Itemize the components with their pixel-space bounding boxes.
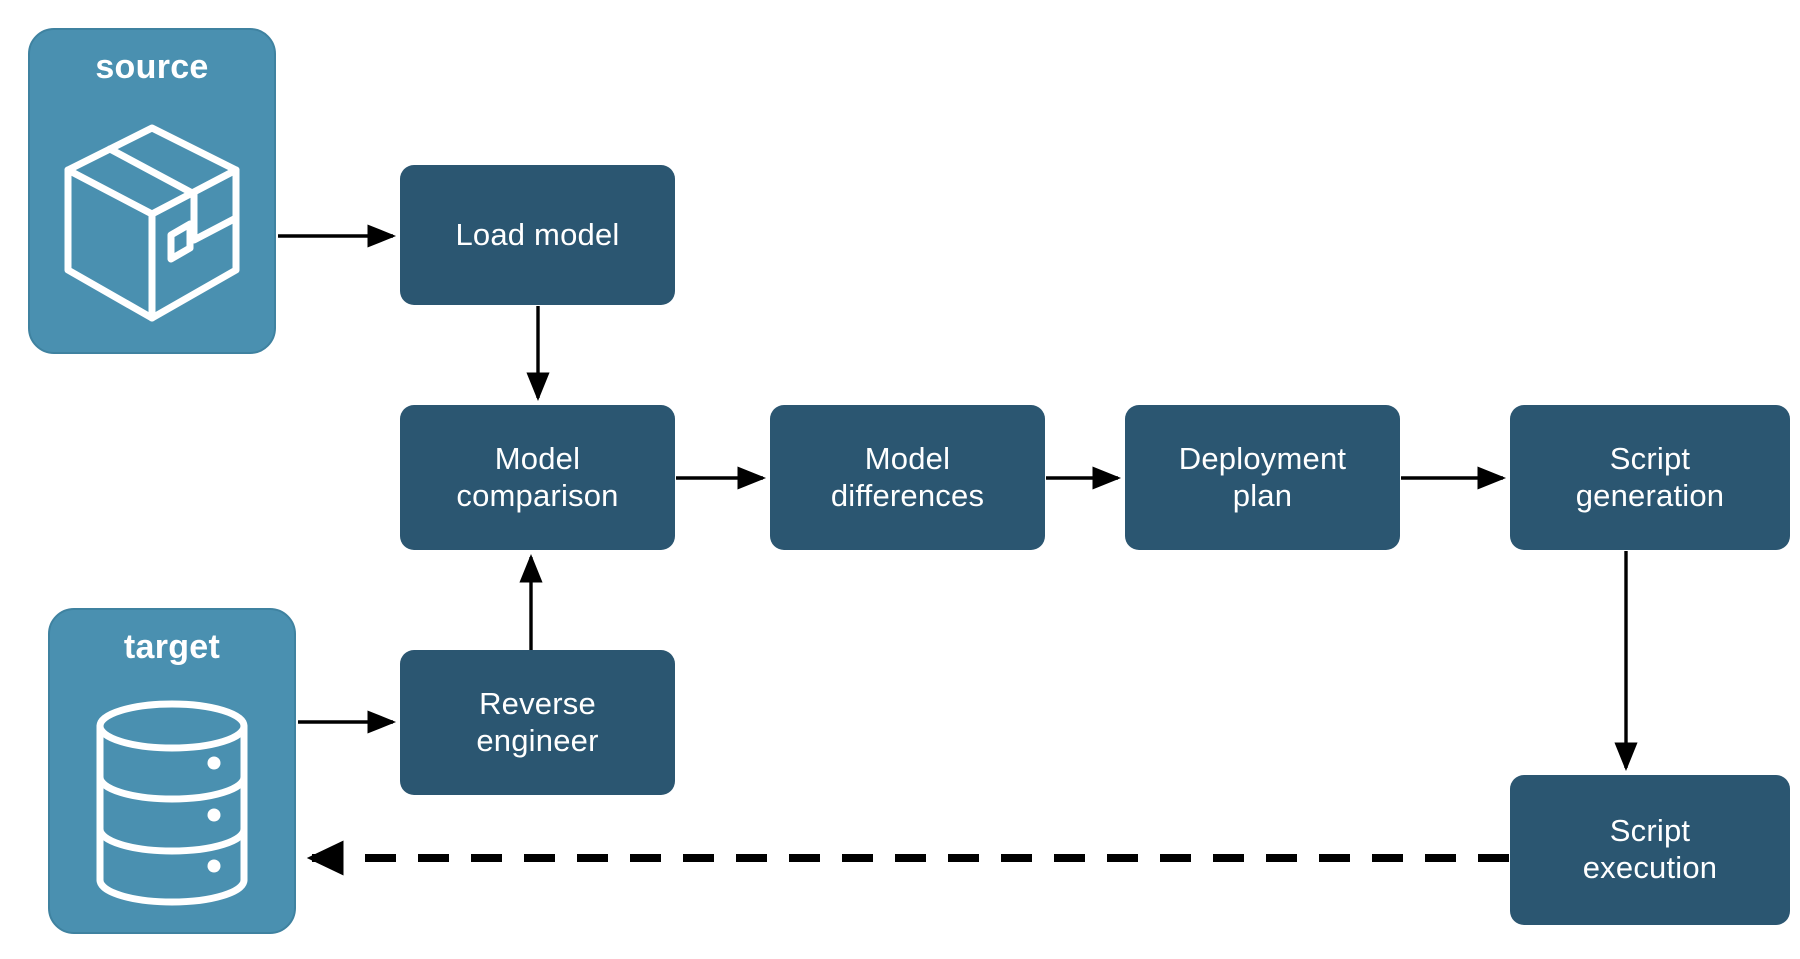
process-node-script-execution[interactable]: Script execution — [1510, 775, 1790, 925]
process-label-deployment-plan: Deployment plan — [1178, 440, 1347, 513]
process-node-script-generation[interactable]: Script generation — [1510, 405, 1790, 550]
process-node-reverse-engineer[interactable]: Reverse engineer — [400, 650, 675, 795]
process-label-model-differences: Model differences — [830, 440, 985, 513]
process-label-script-execution: Script execution — [1582, 813, 1718, 885]
process-label-reverse-engineer: Reverse engineer — [476, 685, 599, 758]
database-cylinder-icon — [50, 673, 294, 932]
endpoint-label-source: source — [95, 48, 209, 86]
process-node-model-comparison[interactable]: Model comparison — [400, 405, 675, 550]
process-label-load-model: Load model — [455, 216, 620, 252]
endpoint-node-target[interactable]: target — [48, 608, 296, 934]
process-label-script-generation: Script generation — [1575, 440, 1725, 513]
process-label-model-comparison: Model comparison — [456, 440, 619, 513]
process-node-model-differences[interactable]: Model differences — [770, 405, 1045, 550]
package-box-icon — [30, 93, 274, 352]
endpoint-node-source[interactable]: source — [28, 28, 276, 354]
process-node-load-model[interactable]: Load model — [400, 165, 675, 305]
endpoint-label-target: target — [123, 628, 221, 666]
process-node-deployment-plan[interactable]: Deployment plan — [1125, 405, 1400, 550]
